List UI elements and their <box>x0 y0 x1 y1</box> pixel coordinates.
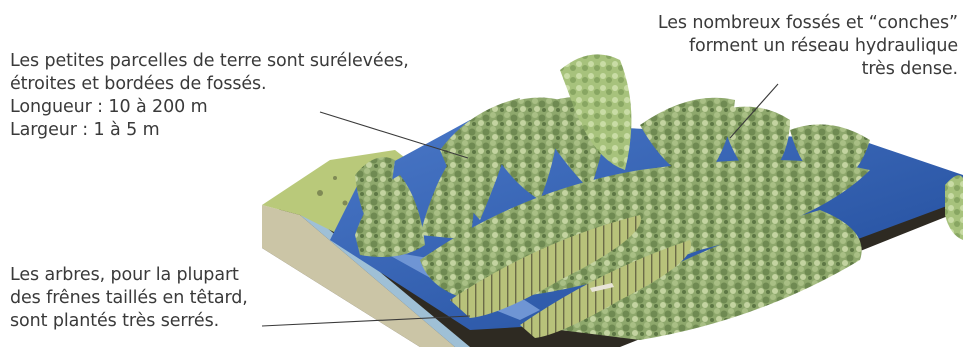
edge-foliage <box>945 175 963 240</box>
annotation-line: des frênes taillés en têtard, <box>10 287 248 310</box>
annotation-arbres: Les arbres, pour la plupart des frênes t… <box>10 264 248 333</box>
annotation-fosses: Les nombreux fossés et “conches” forment… <box>658 12 958 81</box>
annotation-line: Largeur : 1 à 5 m <box>10 119 409 142</box>
annotation-line: sont plantés très serrés. <box>10 310 248 333</box>
annotation-line: Les petites parcelles de terre sont suré… <box>10 50 409 73</box>
annotation-line: Les arbres, pour la plupart <box>10 264 248 287</box>
annotation-line: forment un réseau hydraulique <box>658 35 958 58</box>
annotation-line: Longueur : 10 à 200 m <box>10 96 409 119</box>
annotation-line: très dense. <box>658 58 958 81</box>
annotation-parcelles: Les petites parcelles de terre sont suré… <box>10 50 409 142</box>
annotation-line: Les nombreux fossés et “conches” <box>658 12 958 35</box>
annotation-line: étroites et bordées de fossés. <box>10 73 409 96</box>
